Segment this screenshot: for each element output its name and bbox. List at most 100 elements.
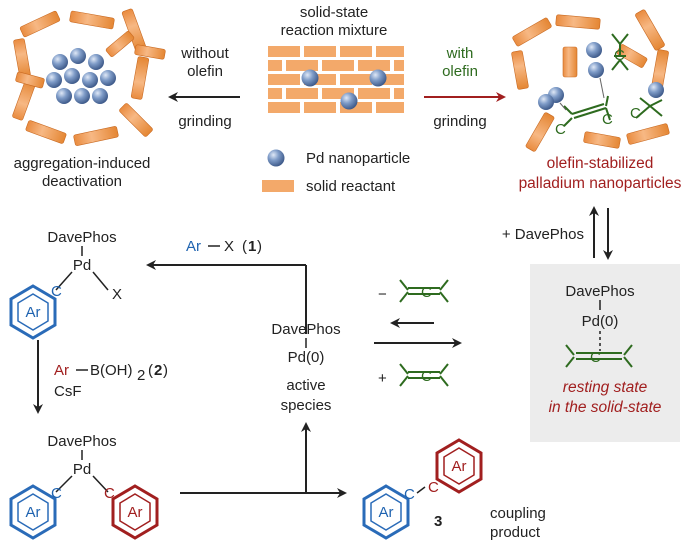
reaction-mixture-illustration	[268, 46, 404, 113]
solid-reactant-brick	[304, 46, 336, 57]
coupling-product: Ar C C Ar 3 coupling product	[362, 438, 546, 541]
solid-reactant-brick	[268, 102, 300, 113]
grinding-label-left: grinding	[178, 113, 231, 130]
stabilized-label-1: olefin-stabilized	[547, 155, 654, 172]
olefin-c-label: C	[421, 284, 432, 301]
olefin-label-left: olefin	[187, 63, 223, 80]
solid-reactant-brick	[376, 102, 404, 113]
boronic-ar: Ar	[54, 362, 69, 379]
solid-reactant-brick	[322, 88, 354, 99]
aryl-c-label: C	[104, 485, 115, 502]
pd-label: Pd	[73, 461, 91, 478]
plus-sign: +	[378, 370, 387, 387]
olefin-label-right: olefin	[442, 63, 478, 80]
pd0-label: Pd(0)	[582, 313, 619, 330]
davephos-label: DavePhos	[47, 229, 116, 246]
stabilized-label-2: palladium nanoparticles	[519, 175, 682, 192]
pd-nanoparticle-legend-icon	[267, 149, 285, 167]
boronic-number: 2	[154, 362, 162, 379]
solid-reactant-brick	[358, 88, 390, 99]
olefin-icon	[399, 363, 449, 387]
stabilized-cluster-illustration: C C C C	[511, 9, 670, 152]
olefin-c-label: C	[590, 349, 601, 366]
olefin-c-label: C	[602, 111, 613, 128]
add-davephos-label: + DavePhos	[502, 226, 584, 243]
solid-reactant-brick	[268, 88, 282, 99]
reagent-number: 1	[248, 238, 256, 255]
active-label: active	[286, 377, 325, 394]
with-label: with	[446, 45, 474, 62]
solid-reactant-rod	[134, 44, 166, 60]
pd-label: Pd	[73, 257, 91, 274]
solid-reactant-rod	[511, 50, 529, 90]
solid-reactant-brick	[304, 102, 336, 113]
aggregation-label-1: aggregation-induced	[14, 155, 151, 172]
solid-reactant-brick	[340, 74, 372, 85]
ar-label: Ar	[26, 304, 41, 321]
solid-reactant-rod	[583, 131, 621, 149]
diaryl-pd-complex: DavePhos Pd Ar C Ar C	[9, 433, 159, 540]
solid-reactant-rod	[525, 112, 555, 152]
solid-reactant-rod	[25, 120, 67, 144]
product-label-2: product	[490, 524, 541, 541]
solid-reactant-brick	[268, 46, 300, 57]
solid-reactant-brick	[322, 60, 354, 71]
reagent-close-paren: )	[257, 238, 262, 255]
ar-label: Ar	[452, 458, 467, 475]
solid-reactant-rod	[19, 10, 61, 38]
davephos-label: DavePhos	[271, 321, 340, 338]
solid-reactant-brick	[376, 74, 404, 85]
solid-reactant-rod	[13, 38, 31, 78]
boronic-acid-reagent: Ar B(OH) 2 ( 2 ) CsF	[54, 362, 168, 400]
solid-reactant-rod	[512, 17, 552, 47]
davephos-label: DavePhos	[565, 283, 634, 300]
reagent-x: X	[224, 238, 234, 255]
solid-reactant-brick	[268, 74, 300, 85]
boronic-body: B(OH)	[90, 362, 133, 379]
oxidative-addition-complex: DavePhos Pd X Ar C	[9, 229, 122, 340]
solid-reactant-brick	[394, 60, 404, 71]
aggregation-label-2: deactivation	[42, 173, 122, 190]
reagent-open-paren: (	[242, 238, 247, 255]
base-label: CsF	[54, 383, 82, 400]
solid-reactant-rod	[15, 71, 45, 89]
mixture-label-1: solid-state	[300, 4, 368, 21]
solid-reactant-brick	[394, 88, 404, 99]
product-c-label-blue: C	[404, 486, 415, 503]
boronic-close-paren: )	[163, 362, 168, 379]
grinding-label-right: grinding	[433, 113, 486, 130]
olefin-c-label: C	[421, 368, 432, 385]
solid-reactant-brick	[286, 88, 318, 99]
solid-reactant-rod	[626, 123, 670, 145]
olefin-c-label: C	[555, 121, 566, 138]
boronic-open-paren: (	[148, 362, 153, 379]
aryl-c-label: C	[51, 283, 62, 300]
resting-state-label-1: resting state	[563, 379, 648, 396]
solid-reactant-rod	[119, 103, 153, 137]
solid-reactant-brick	[358, 60, 390, 71]
legend-pd-label: Pd nanoparticle	[306, 150, 410, 167]
species-label: species	[281, 397, 332, 414]
solid-reactant-brick	[268, 60, 282, 71]
olefin-icon	[399, 279, 449, 303]
reagent-ar: Ar	[186, 238, 201, 255]
pd0-label: Pd(0)	[288, 349, 325, 366]
solid-reactant-brick	[376, 46, 404, 57]
active-species: DavePhos Pd(0) active species	[271, 321, 340, 414]
product-label-1: coupling	[490, 505, 546, 522]
aryl-halide-reagent: Ar X ( 1 )	[186, 238, 262, 255]
davephos-label: DavePhos	[47, 433, 116, 450]
olefin-c-label: C	[614, 47, 625, 64]
product-number: 3	[434, 513, 442, 530]
product-c-label-red: C	[428, 479, 439, 496]
legend-reactant-label: solid reactant	[306, 178, 396, 195]
solid-reactant-rod	[635, 9, 665, 51]
solid-reactant-brick	[304, 74, 336, 85]
resting-state-label-2: in the solid-state	[549, 399, 662, 416]
solid-reactant-brick	[340, 46, 372, 57]
ar-label: Ar	[26, 504, 41, 521]
solid-reactant-rod	[555, 14, 601, 30]
boronic-subscript: 2	[137, 367, 145, 384]
aggregated-cluster-illustration	[12, 8, 166, 146]
